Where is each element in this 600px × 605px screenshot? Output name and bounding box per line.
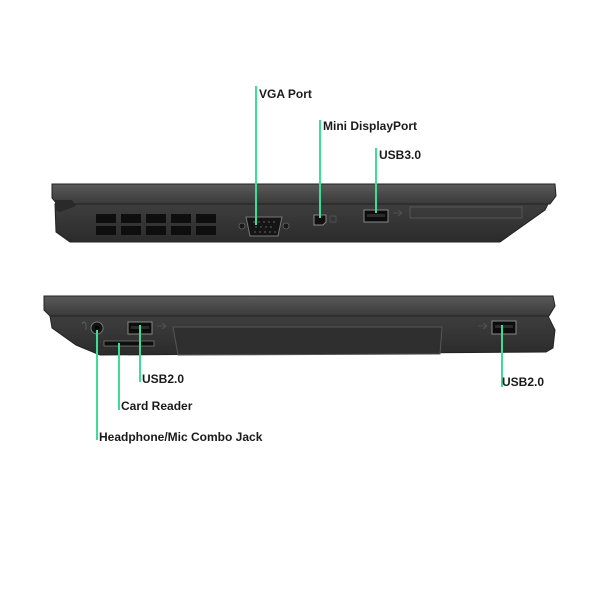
card-reader-label: Card Reader: [121, 399, 193, 413]
usb2-right-label: USB2.0: [502, 375, 545, 389]
laptop-bottom-view: [43, 295, 556, 356]
laptop-bottom-lid: [43, 295, 556, 317]
audio-jack: [81, 321, 104, 335]
laptop-top-lid: [51, 183, 557, 205]
usb2-port-right: [478, 320, 517, 335]
expansion-slot: [409, 206, 523, 219]
optical-bay: [172, 326, 443, 356]
callout-leader-lines: [96, 86, 503, 440]
laptop-top-hinge: [55, 200, 76, 212]
usb2-left-label: USB2.0: [142, 372, 185, 386]
mini-displayport: [313, 214, 337, 226]
laptop-top-view: [51, 183, 557, 243]
audio-jack-label: Headphone/Mic Combo Jack: [99, 430, 263, 444]
card-reader-slot: [103, 340, 155, 347]
vent-grille: [96, 214, 216, 235]
mini-displayport-label: Mini DisplayPort: [323, 119, 418, 133]
usb3-port: [363, 209, 403, 223]
usb3-port-label: USB3.0: [379, 148, 422, 162]
vga-port-label: VGA Port: [259, 87, 312, 101]
